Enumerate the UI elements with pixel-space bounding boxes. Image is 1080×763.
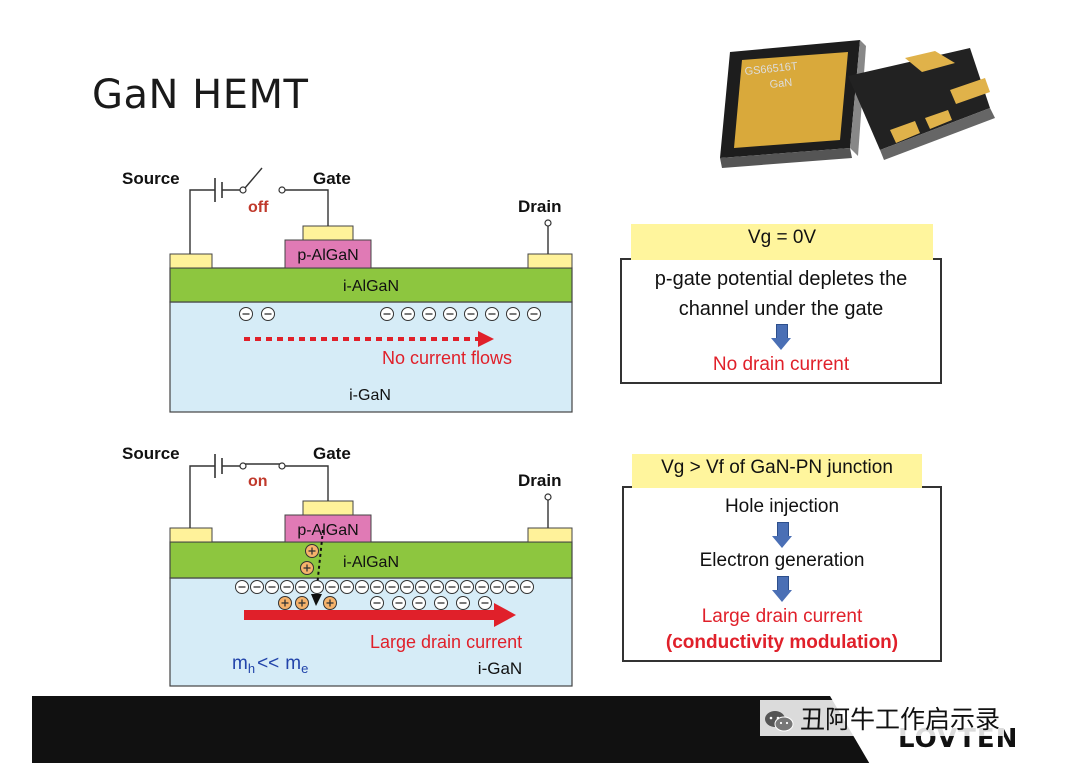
hole bbox=[300, 561, 314, 575]
electron bbox=[380, 307, 394, 321]
hole bbox=[295, 596, 309, 610]
electron bbox=[475, 580, 489, 594]
holes-on bbox=[278, 544, 337, 610]
off-result: No drain current bbox=[712, 354, 850, 375]
electron bbox=[250, 580, 264, 594]
electron bbox=[370, 580, 384, 594]
electron bbox=[412, 596, 426, 610]
on-explanation-panel: Hole injection Electron generation Large… bbox=[622, 486, 942, 662]
on-result2: (conductivity modulation) bbox=[665, 632, 899, 653]
electron bbox=[430, 580, 444, 594]
electron bbox=[464, 307, 478, 321]
electron bbox=[370, 596, 384, 610]
p-algan-label-on: p-AlGaN bbox=[297, 522, 358, 539]
gate-contact-on bbox=[302, 500, 354, 516]
i-algan-label-on: i-AlGaN bbox=[343, 554, 399, 571]
gate-label-on: Gate bbox=[313, 444, 351, 463]
hole bbox=[305, 544, 319, 558]
large-current-text: Large drain current bbox=[370, 632, 522, 652]
electron bbox=[355, 580, 369, 594]
electron bbox=[520, 580, 534, 594]
i-gan-label: i-GaN bbox=[349, 387, 391, 404]
gate-label: Gate bbox=[313, 169, 351, 188]
on-result1: Large drain current bbox=[701, 606, 863, 627]
electrons-off bbox=[239, 307, 541, 321]
i-algan-label: i-AlGaN bbox=[343, 278, 399, 295]
drain-label-on: Drain bbox=[518, 471, 561, 490]
electron bbox=[478, 596, 492, 610]
i-gan-label-on: i-GaN bbox=[478, 659, 522, 678]
switch-on-label: on bbox=[248, 473, 268, 490]
on-panel-header: Vg > Vf of GaN-PN junction bbox=[632, 454, 922, 488]
electron bbox=[422, 307, 436, 321]
i-algan-layer bbox=[169, 267, 573, 303]
arrow-down-icon bbox=[771, 324, 791, 350]
electron bbox=[385, 580, 399, 594]
source-label: Source bbox=[122, 169, 180, 188]
p-algan-layer-on bbox=[284, 514, 372, 543]
arrow-down-icon bbox=[772, 576, 792, 602]
switch-off-label: off bbox=[248, 199, 269, 216]
electron bbox=[325, 580, 339, 594]
arrow-down-icon bbox=[772, 522, 792, 548]
electron bbox=[392, 596, 406, 610]
electron bbox=[434, 596, 448, 610]
electron bbox=[310, 580, 324, 594]
electron bbox=[460, 580, 474, 594]
source-contact bbox=[169, 253, 213, 269]
electron bbox=[235, 580, 249, 594]
electron bbox=[415, 580, 429, 594]
electron bbox=[506, 307, 520, 321]
electron bbox=[456, 596, 470, 610]
i-gan-layer bbox=[169, 301, 573, 413]
wechat-name: 丑阿牛工作启示录 bbox=[800, 705, 1001, 734]
mobility-text: mh<<me bbox=[232, 653, 308, 676]
electron bbox=[527, 307, 541, 321]
electron bbox=[485, 307, 499, 321]
electron bbox=[490, 580, 504, 594]
on-step1: Hole injection bbox=[724, 496, 840, 517]
electron bbox=[340, 580, 354, 594]
electron bbox=[443, 307, 457, 321]
drain-contact bbox=[527, 253, 573, 269]
wechat-watermark: 丑阿牛工作启示录 bbox=[760, 700, 1005, 736]
electron bbox=[261, 307, 275, 321]
off-panel-header: Vg = 0V bbox=[631, 224, 933, 260]
p-algan-label: p-AlGaN bbox=[297, 247, 358, 264]
electron bbox=[280, 580, 294, 594]
hole bbox=[278, 596, 292, 610]
source-contact-on bbox=[169, 527, 213, 543]
large-current-arrow bbox=[244, 610, 494, 620]
off-explanation-panel: p-gate potential depletes the channel un… bbox=[620, 258, 942, 384]
on-step2: Electron generation bbox=[699, 550, 865, 571]
electron bbox=[295, 580, 309, 594]
drain-contact-on bbox=[527, 527, 573, 543]
hole bbox=[323, 596, 337, 610]
drain-label: Drain bbox=[518, 197, 561, 216]
electron bbox=[265, 580, 279, 594]
off-line2: channel under the gate bbox=[678, 298, 884, 320]
off-line1: p-gate potential depletes the bbox=[654, 268, 908, 290]
electrons-on bbox=[235, 580, 534, 610]
p-algan-layer bbox=[284, 239, 372, 269]
electron bbox=[400, 580, 414, 594]
i-gan-layer-on bbox=[169, 577, 573, 687]
page-title: GaN HEMT bbox=[92, 72, 309, 118]
electron bbox=[401, 307, 415, 321]
no-current-text: No current flows bbox=[382, 348, 512, 368]
source-label-on: Source bbox=[122, 444, 180, 463]
wechat-icon bbox=[765, 711, 794, 732]
electron bbox=[505, 580, 519, 594]
electron bbox=[445, 580, 459, 594]
electron bbox=[239, 307, 253, 321]
